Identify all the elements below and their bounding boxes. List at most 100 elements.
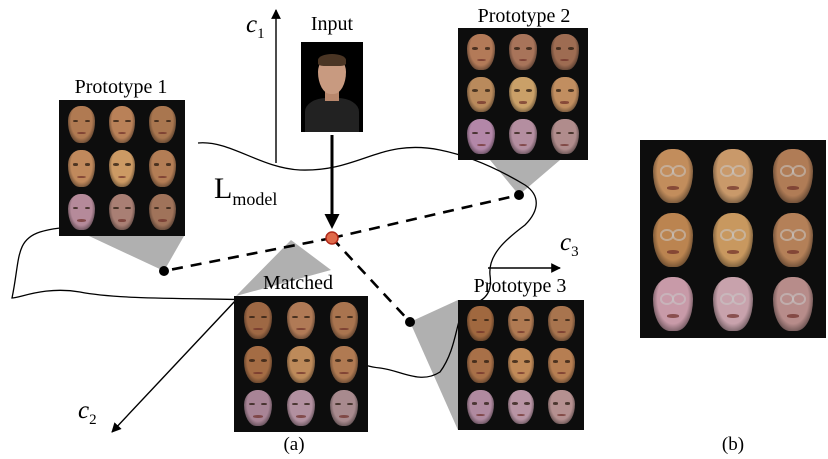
model-manifold-outline: [11, 142, 537, 378]
query-point: [325, 231, 339, 245]
axis-c1-label: c1: [246, 11, 265, 42]
matched-face-grid: [234, 296, 368, 432]
face-mouth: [786, 186, 800, 190]
face-thumbnail: [542, 304, 580, 343]
face-image: [68, 150, 96, 187]
face-image: [148, 193, 176, 231]
face-mouth: [253, 328, 263, 331]
face-thumbnail: [705, 209, 761, 269]
face-thumbnail: [281, 387, 321, 428]
face-mouth: [476, 413, 485, 417]
face-image: [329, 346, 359, 383]
face-thumbnail: [542, 387, 580, 426]
face-thumbnail: [462, 74, 501, 114]
face-thumbnail: [238, 300, 278, 341]
prototype2-title: Prototype 2: [478, 5, 571, 27]
face-mouth: [557, 372, 566, 375]
face-image: [243, 389, 273, 427]
face-thumbnail: [645, 209, 701, 269]
prototype2-projection-shade: [490, 160, 560, 195]
face-mouth: [296, 415, 306, 418]
face-mouth: [77, 132, 86, 135]
panel-b-face-grid: [640, 140, 826, 338]
face-image: [712, 212, 754, 267]
face-image: [286, 389, 316, 427]
face-thumbnail: [545, 32, 584, 72]
face-image: [467, 306, 495, 342]
face-mouth: [560, 59, 570, 62]
face-image: [652, 148, 694, 203]
face-image: [507, 389, 535, 425]
face-image: [286, 346, 316, 383]
face-thumbnail: [63, 104, 101, 145]
face-thumbnail: [143, 191, 181, 232]
face-mouth: [518, 59, 528, 62]
face-thumbnail: [143, 104, 181, 145]
face-thumbnail: [542, 345, 580, 385]
face-mouth: [476, 101, 486, 104]
face-mouth: [117, 132, 127, 135]
face-mouth: [518, 143, 528, 146]
face-thumbnail: [705, 145, 761, 205]
face-image: [108, 106, 136, 144]
face-thumbnail: [238, 387, 278, 428]
face-mouth: [557, 330, 566, 333]
face-image: [772, 276, 814, 331]
face-image: [148, 150, 176, 187]
face-thumbnail: [324, 387, 364, 428]
face-thumbnail: [645, 145, 701, 205]
face-thumbnail: [143, 147, 181, 189]
face-image: [712, 148, 754, 203]
face-image: [652, 212, 694, 267]
axis-c3-label: c3: [560, 229, 579, 260]
face-mouth: [476, 59, 486, 62]
face-image: [467, 119, 496, 155]
input-photo: [301, 42, 363, 132]
face-image: [547, 347, 575, 383]
face-thumbnail: [63, 191, 101, 232]
panel-b-caption: (b): [722, 434, 744, 455]
prototype3-face-grid: [458, 300, 584, 430]
face-image: [550, 34, 579, 70]
face-mouth: [726, 314, 740, 318]
prototype3-point: [405, 317, 415, 327]
face-thumbnail: [103, 147, 141, 189]
face-mouth: [339, 371, 349, 374]
face-thumbnail: [462, 32, 501, 72]
face-image: [550, 119, 579, 155]
input-title: Input: [311, 13, 354, 35]
face-image: [507, 347, 535, 383]
link-to-prototype3: [331, 237, 411, 323]
matched-projection-shade: [236, 240, 331, 296]
face-mouth: [339, 328, 349, 331]
face-thumbnail: [462, 116, 501, 156]
face-mouth: [77, 175, 86, 178]
face-mouth: [726, 250, 740, 254]
face-image: [148, 106, 176, 144]
face-mouth: [666, 186, 680, 190]
face-thumbnail: [502, 387, 540, 426]
face-thumbnail: [324, 343, 364, 385]
face-image: [509, 119, 537, 155]
face-mouth: [476, 330, 485, 333]
face-thumbnail: [705, 273, 761, 333]
prototype1-title: Prototype 1: [75, 76, 168, 98]
face-mouth: [158, 175, 167, 178]
axis-c2-arrow: [111, 299, 237, 433]
face-image: [243, 302, 273, 340]
face-mouth: [158, 132, 167, 135]
face-thumbnail: [462, 345, 500, 385]
prototype2-face-grid: [458, 28, 588, 160]
face-thumbnail: [103, 191, 141, 232]
face-mouth: [516, 372, 526, 375]
face-image: [772, 212, 814, 267]
face-mouth: [476, 143, 486, 146]
face-mouth: [296, 328, 306, 331]
face-mouth: [726, 186, 740, 190]
face-image: [467, 34, 496, 70]
face-image: [68, 106, 96, 144]
face-mouth: [117, 175, 127, 178]
face-image: [467, 76, 496, 113]
face-mouth: [158, 219, 167, 222]
face-mouth: [253, 415, 263, 418]
